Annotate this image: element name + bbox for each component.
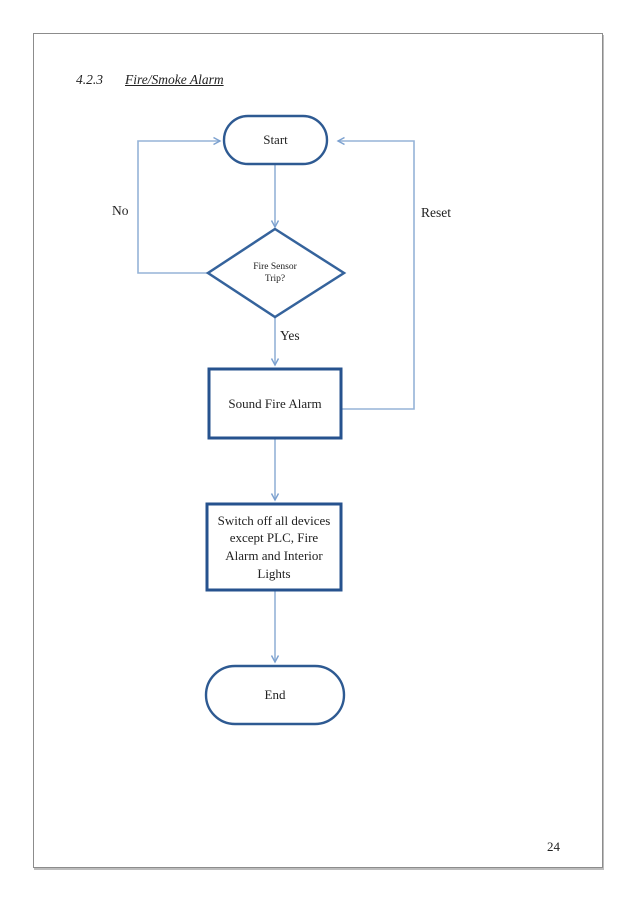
switch-off-process-shape: [205, 502, 343, 592]
end-node-label: End: [264, 687, 286, 703]
start-node-label: Start: [263, 132, 288, 148]
decision-diamond-shape: [205, 227, 347, 319]
switch-off-label-line1: Switch off all devices: [217, 512, 331, 528]
decision-label-line1: Fire Sensor: [253, 261, 297, 272]
edge-label-no: No: [112, 203, 129, 218]
edge-reset-loop: [336, 136, 415, 410]
switch-off-node-label: Switch off all devices except PLC, Fire …: [207, 504, 341, 590]
end-terminator-shape: [204, 664, 346, 726]
edge-label-reset: Reset: [421, 205, 451, 220]
decision-label-line2: Trip?: [264, 274, 286, 284]
sound-alarm-node-label: Sound Fire Alarm: [228, 395, 322, 411]
sound-alarm-process-shape: [207, 367, 343, 440]
edge-no-loop: [137, 136, 222, 274]
edge-label-yes: Yes: [280, 328, 300, 343]
start-terminator-shape: [222, 114, 329, 166]
section-title: Fire/Smoke Alarm: [125, 72, 224, 87]
section-heading: 4.2.3 Fire/Smoke Alarm: [76, 72, 224, 88]
page-number: 24: [547, 839, 560, 854]
document-page: 4.2.3 Fire/Smoke Alarm Start: [33, 33, 603, 868]
decision-node-label: Fire Sensor Trip?: [240, 259, 310, 287]
section-number: 4.2.3: [76, 72, 103, 87]
switch-off-label-line4: Lights: [257, 565, 291, 581]
switch-off-label-line2: except PLC, Fire: [229, 530, 319, 546]
switch-off-label-line3: Alarm and Interior: [225, 548, 323, 563]
flowchart-svg: [137, 114, 415, 726]
